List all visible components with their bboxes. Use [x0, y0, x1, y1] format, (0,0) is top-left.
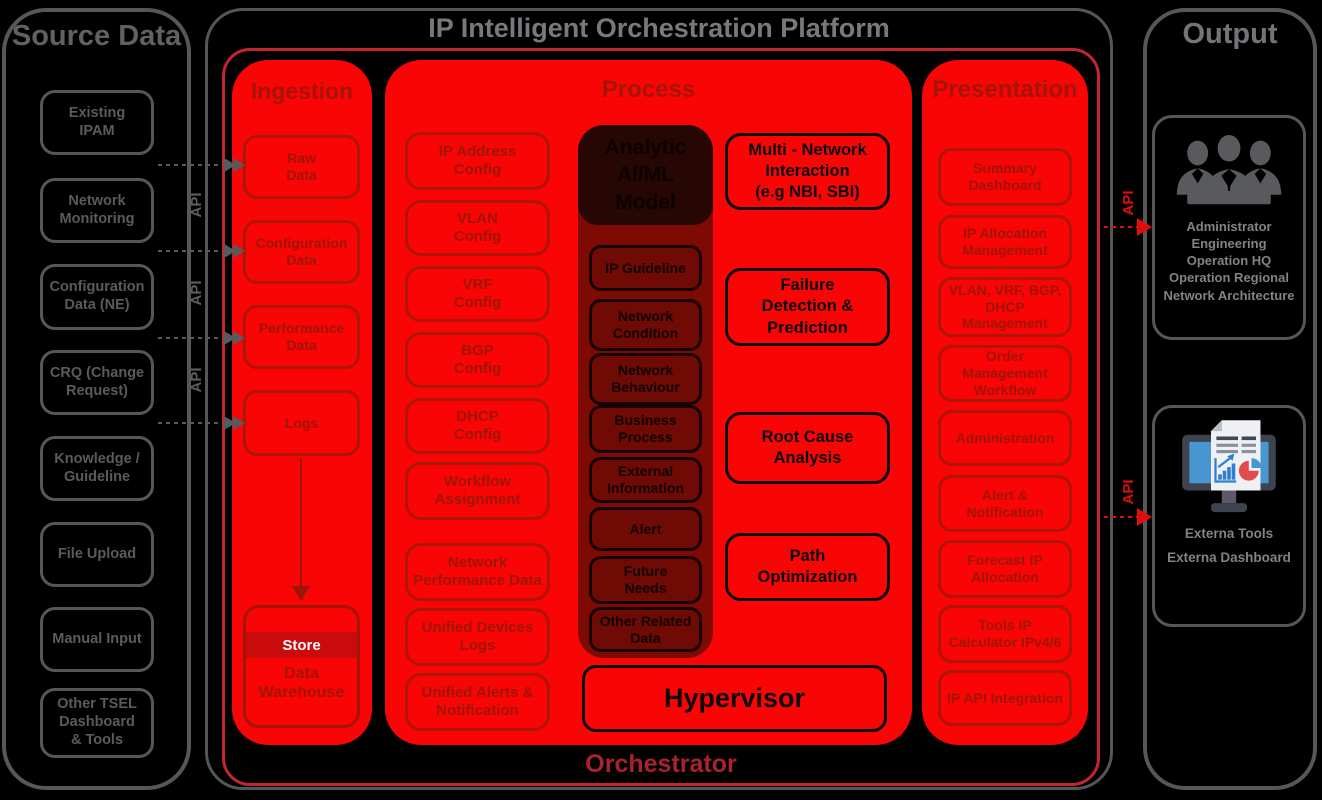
- api-arrow-right-1: [1104, 226, 1140, 228]
- store-band: Store: [246, 632, 357, 658]
- ingestion-box-configuration-data: Configuration Data: [243, 220, 360, 284]
- api-arrowhead-icon: [1137, 508, 1152, 526]
- ai-box-external-info: External Information: [589, 457, 702, 503]
- stakeholders-box: Administrator Engineering Operation HQ O…: [1152, 115, 1306, 340]
- api-arrowhead-icon: [233, 158, 245, 172]
- api-arrowhead-icon: [1137, 218, 1152, 236]
- presentation-box-ip-api: IP API Integration: [938, 670, 1072, 726]
- hypervisor-box: Hypervisor: [582, 665, 887, 732]
- ai-box-business-process: Business Process: [589, 405, 702, 453]
- api-label-right-2: API: [1119, 479, 1137, 505]
- team-icon: [1176, 134, 1282, 205]
- store-arrowhead-icon: [292, 586, 310, 601]
- ingestion-box-raw-data: Raw Data: [243, 135, 360, 199]
- presentation-box-summary-dashboard: Summary Dashboard: [938, 148, 1072, 206]
- api-label-right-1: API: [1119, 190, 1137, 216]
- config-box-net-performance: Network Performance Data: [405, 543, 550, 601]
- presentation-column: [922, 60, 1088, 745]
- api-arrow-left-3: [158, 337, 234, 339]
- orchestrator-label: Orchestrator: [585, 750, 737, 778]
- config-box-ip-address: IP Address Config: [405, 132, 550, 190]
- config-box-unified-logs: Unified Devices Logs: [405, 608, 550, 666]
- api-arrow-left-4: [158, 422, 234, 424]
- function-box-failure-detection: Failure Detection & Prediction: [725, 268, 890, 346]
- presentation-box-vlan-vrf-bgp: VLAN, VRF, BGP, DHCP Management: [938, 277, 1072, 337]
- config-box-vrf: VRF Config: [405, 266, 550, 322]
- presentation-box-forecast-ip: Forecast IP Allocation: [938, 540, 1072, 598]
- api-arrow-right-2: [1104, 516, 1140, 518]
- platform-title: IP Intelligent Orchestration Platform: [428, 13, 890, 43]
- config-box-workflow: Workflow Assignment: [405, 462, 550, 520]
- source-box-configuration-data: Configuration Data (NE): [40, 264, 154, 330]
- presentation-box-administration: Administration: [938, 410, 1072, 466]
- source-box-other-tsel: Other TSEL Dashboard & Tools: [40, 688, 154, 758]
- presentation-box-ip-allocation: IP Allocation Management: [938, 215, 1072, 269]
- store-arrow: [300, 458, 302, 588]
- process-title: Process: [601, 76, 696, 103]
- ai-box-ip-guideline: IP Guideline: [589, 245, 702, 291]
- api-label-left-3: API: [187, 367, 205, 393]
- source-box-knowledge: Knowledge / Guideline: [40, 436, 154, 501]
- function-box-path-optimization: Path Optimization: [725, 533, 890, 601]
- platform-panel: [205, 8, 1113, 790]
- ai-box-network-behaviour: Network Behaviour: [589, 353, 702, 405]
- source-box-manual-input: Manual Input: [40, 607, 154, 672]
- ai-box-network-condition: Network Condition: [589, 299, 702, 351]
- stakeholders-label: Administrator Engineering Operation HQ O…: [1163, 219, 1295, 303]
- source-box-crq: CRQ (Change Request): [40, 350, 154, 415]
- output-title: Output: [1182, 18, 1278, 50]
- ai-box-alert: Alert: [589, 507, 702, 551]
- dashboard-monitor-icon: [1182, 420, 1276, 513]
- ai-box-other-related: Other Related Data: [589, 607, 702, 652]
- config-box-unified-alerts: Unified Alerts & Notification: [405, 673, 550, 731]
- external-box: Externa Tools Externa Dashboard: [1152, 405, 1306, 627]
- external-tools-label: Externa Tools: [1184, 526, 1274, 541]
- presentation-box-order-management: Order Management Workflow: [938, 345, 1072, 402]
- source-box-existing-ipam: Existing IPAM: [40, 90, 154, 155]
- config-box-bgp: BGP Config: [405, 332, 550, 388]
- external-dashboard-label: Externa Dashboard: [1167, 550, 1291, 565]
- source-box-file-upload: File Upload: [40, 522, 154, 587]
- api-arrowhead-icon: [233, 331, 245, 345]
- function-box-root-cause: Root Cause Analysis: [725, 412, 890, 484]
- ingestion-box-performance-data: Performance Data: [243, 305, 360, 369]
- presentation-box-alert-notification: Alert & Notification: [938, 475, 1072, 532]
- api-arrowhead-icon: [233, 416, 245, 430]
- source-panel-title: Source Data: [11, 20, 182, 52]
- source-box-network-monitoring: Network Monitoring: [40, 178, 154, 243]
- store-label: Data Warehouse: [258, 665, 345, 702]
- ingestion-title: Ingestion: [250, 78, 354, 104]
- store-box: Store Data Warehouse: [243, 605, 360, 728]
- orchestrator-border: [222, 48, 1100, 786]
- presentation-title: Presentation: [932, 76, 1078, 103]
- api-label-left-2: API: [187, 280, 205, 306]
- ingestion-box-logs: Logs: [243, 390, 360, 456]
- ai-box-future-needs: Future Needs: [589, 556, 702, 604]
- config-box-dhcp: DHCP Config: [405, 398, 550, 454]
- api-arrow-left-2: [158, 250, 234, 252]
- api-label-left-1: API: [187, 192, 205, 218]
- ai-model-header: Analytic AI/ML Model: [578, 125, 713, 225]
- api-arrowhead-icon: [233, 244, 245, 258]
- function-box-multi-network: Multi - Network Interaction (e.g NBI, SB…: [725, 133, 890, 210]
- config-box-vlan: VLAN Config: [405, 200, 550, 256]
- presentation-box-tools-ip-calc: Tools IP Calculator IPv4/6: [938, 605, 1072, 663]
- api-arrow-left-1: [158, 164, 234, 166]
